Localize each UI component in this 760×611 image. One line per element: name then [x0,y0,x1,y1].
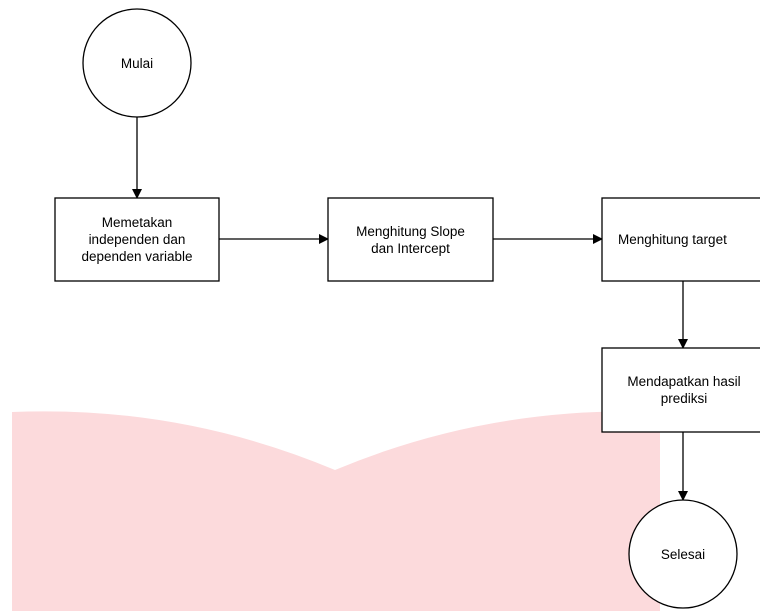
map-variables-node [54,197,220,282]
start-label: Mulai [120,55,154,71]
compute-target-node [601,197,760,282]
map-variables-label: Memetakan independen dan dependen variab… [81,215,193,264]
get-prediction-node [601,347,760,433]
compute-slope-label: Menghitung Slope dan Intercept [356,223,465,256]
end-node [628,499,738,609]
get-prediction-label: Mendapatkan hasil prediksi [627,374,741,406]
start-node [82,8,192,118]
end-label: Selesai [660,546,706,562]
compute-slope-node [327,197,494,282]
watermark-book-shape [12,411,660,611]
compute-target-label: Menghitung target [618,232,727,247]
